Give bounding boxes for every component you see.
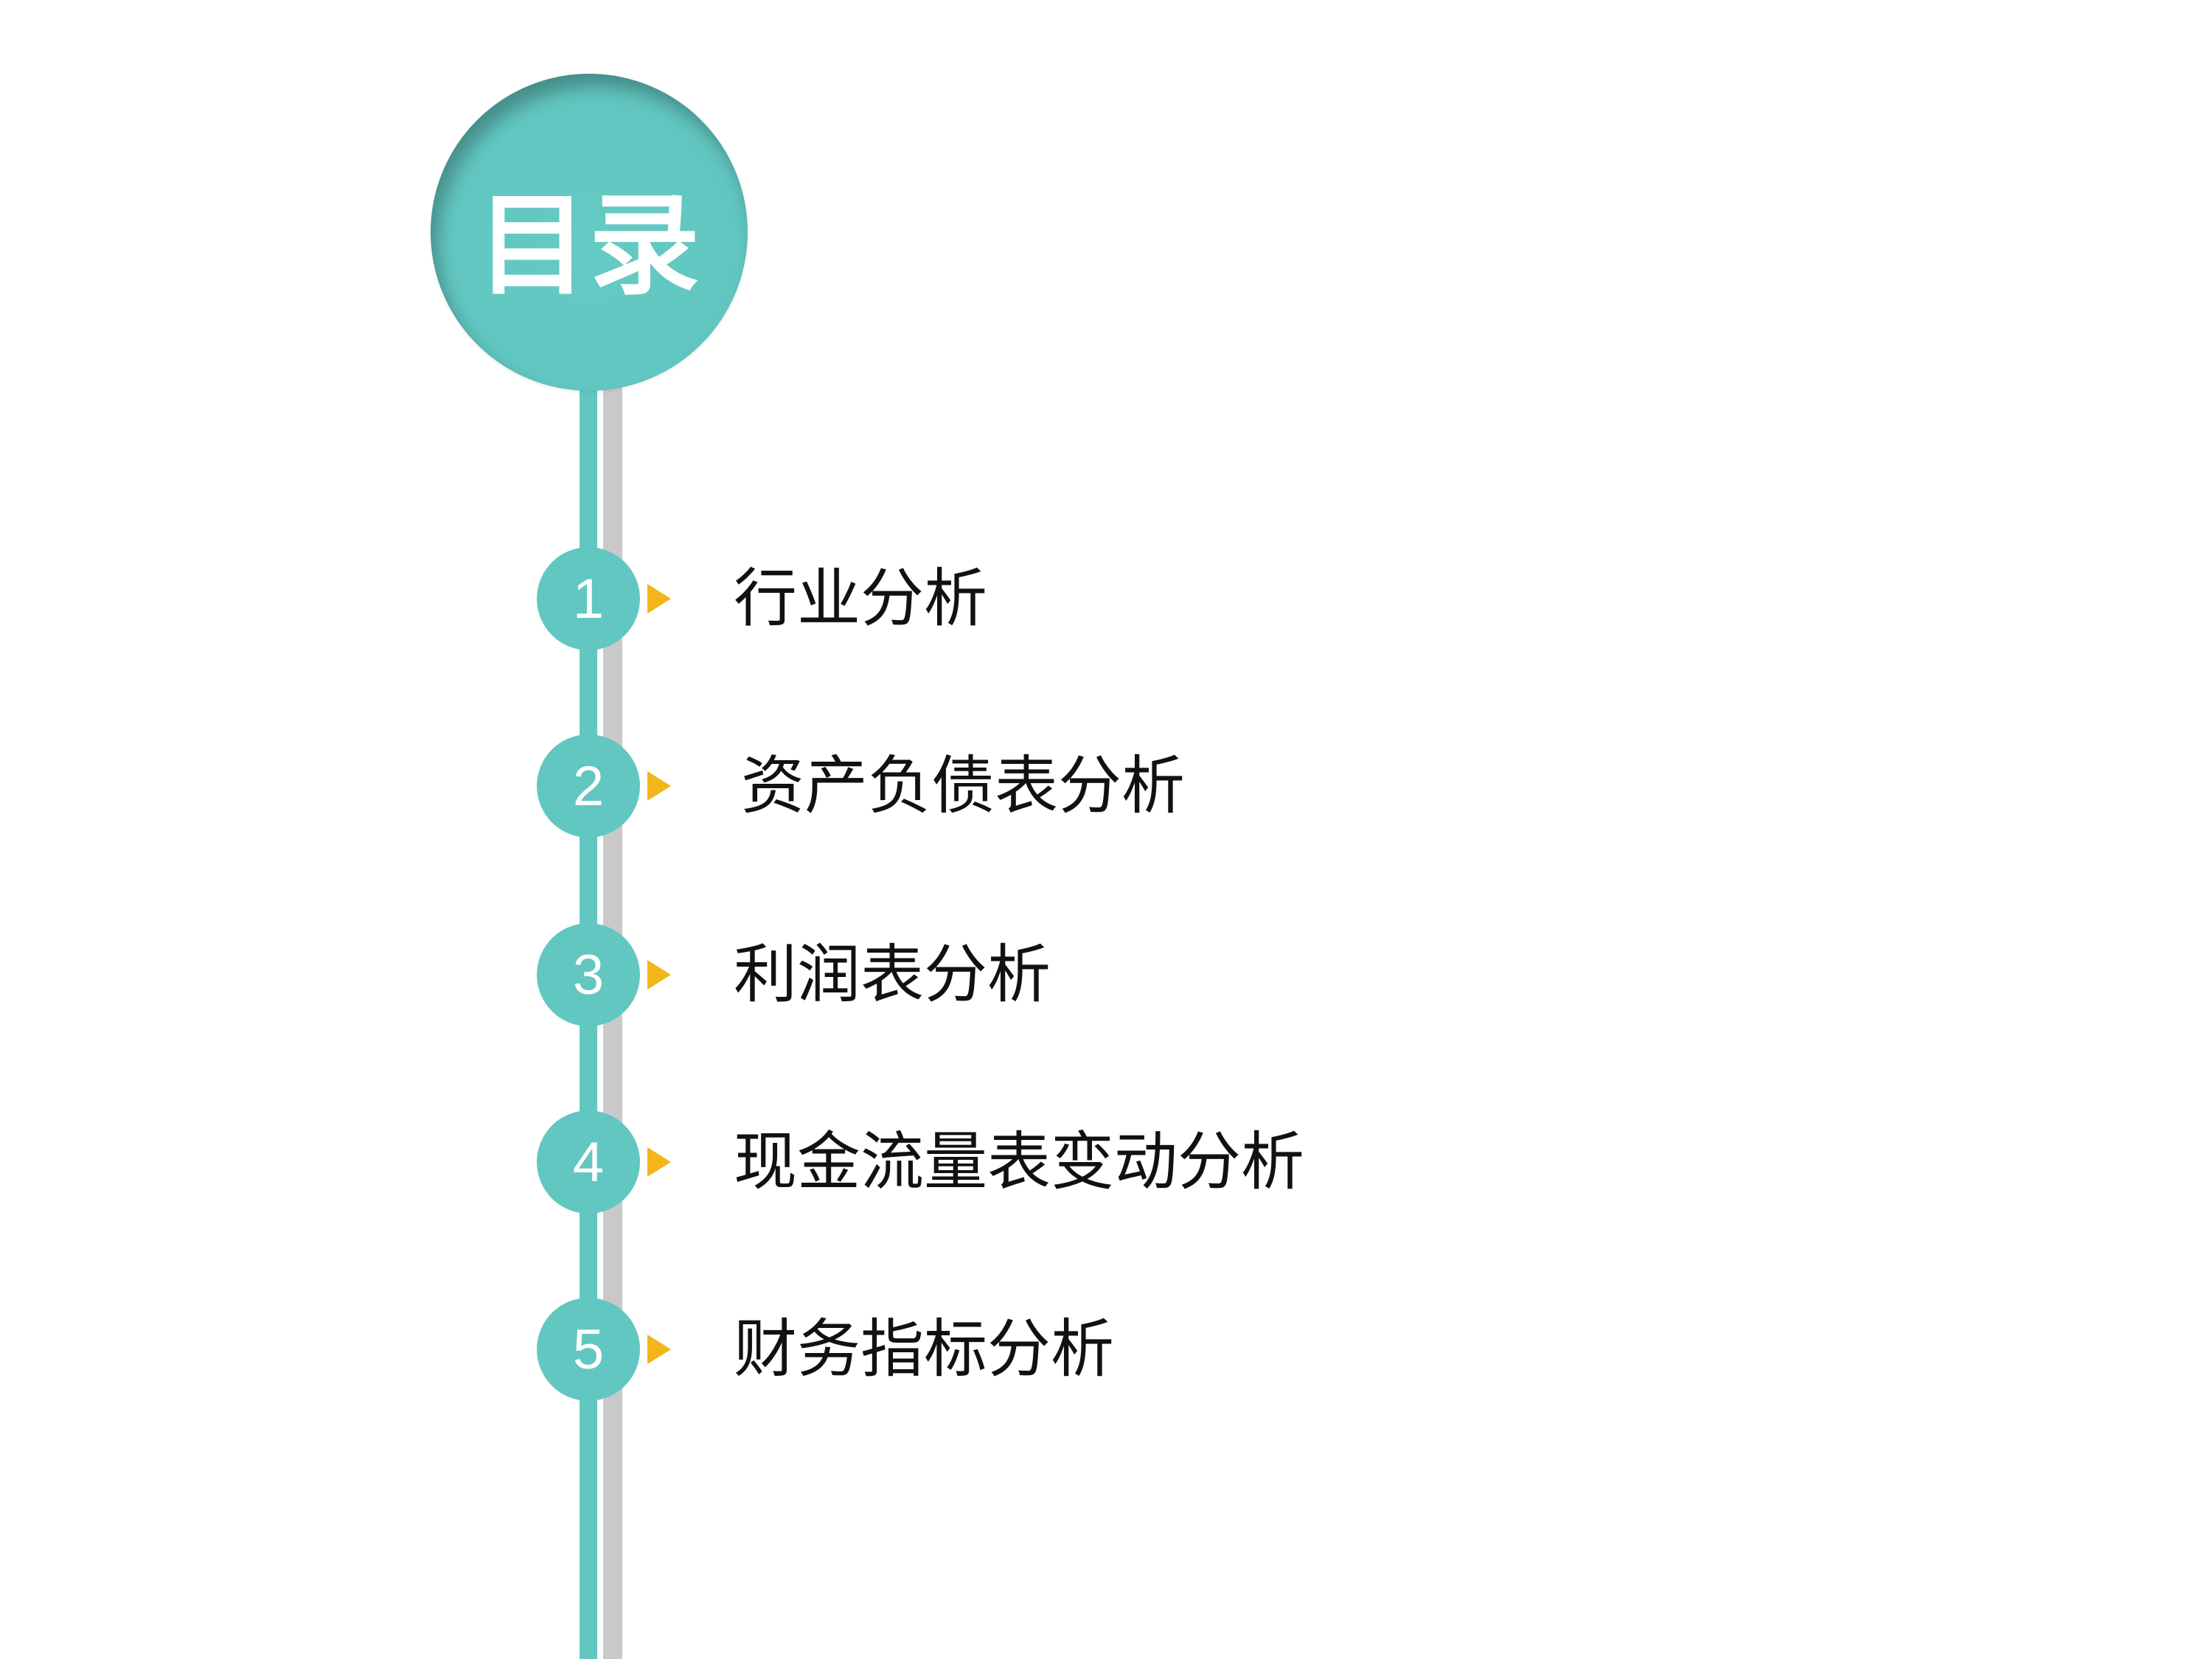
number-badge: 1	[537, 547, 640, 650]
triangle-right-icon	[647, 771, 671, 801]
item-label: 利润表分析	[734, 938, 1051, 1012]
item-label: 资产负债表分析	[741, 749, 1185, 823]
number-badge: 5	[537, 1298, 640, 1401]
triangle-right-icon	[647, 1147, 671, 1177]
triangle-right-icon	[647, 584, 671, 613]
item-number: 5	[572, 1318, 605, 1381]
item-number: 1	[572, 567, 605, 630]
number-badge: 4	[537, 1110, 640, 1214]
item-label: 财务指标分析	[734, 1312, 1114, 1386]
item-number: 2	[572, 754, 605, 818]
list-item[interactable]: 4 现金流量表变动分析	[0, 1110, 2212, 1214]
item-number: 3	[572, 943, 605, 1006]
triangle-right-icon	[647, 960, 671, 990]
item-label: 现金流量表变动分析	[734, 1125, 1304, 1199]
number-badge: 3	[537, 923, 640, 1026]
page-title: 目录	[476, 181, 701, 310]
list-item[interactable]: 5 财务指标分析	[0, 1298, 2212, 1401]
list-item[interactable]: 1 行业分析	[0, 547, 2212, 650]
title-badge: 目录	[431, 74, 748, 391]
number-badge: 2	[537, 734, 640, 838]
item-number: 4	[572, 1130, 605, 1194]
list-item[interactable]: 3 利润表分析	[0, 923, 2212, 1026]
list-item[interactable]: 2 资产负债表分析	[0, 734, 2212, 838]
triangle-right-icon	[647, 1335, 671, 1364]
item-label: 行业分析	[734, 562, 987, 636]
